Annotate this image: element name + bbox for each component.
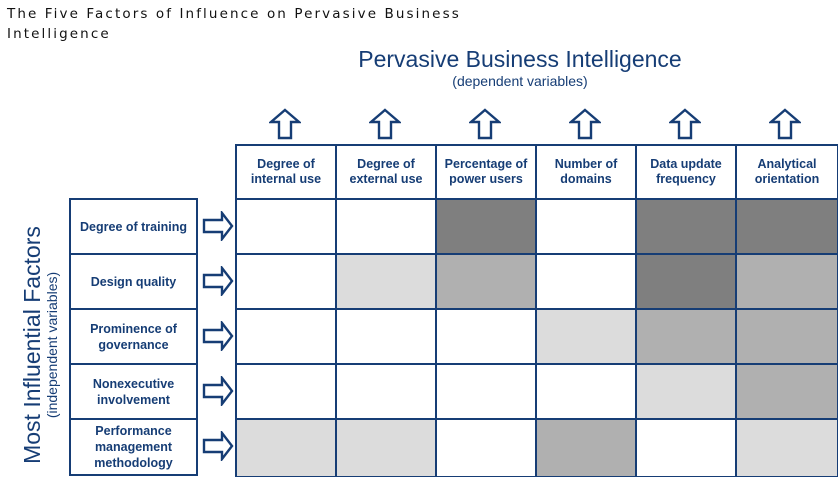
matrix-cell	[337, 255, 437, 310]
right-arrow-icon	[202, 376, 234, 406]
up-arrow-icon	[469, 108, 501, 140]
matrix-cell	[637, 365, 737, 420]
matrix-cell	[737, 200, 837, 255]
matrix-cell	[537, 365, 637, 420]
matrix-cell	[337, 200, 437, 255]
right-arrow-icon	[202, 266, 234, 296]
factor-box: Prominence of governance	[71, 310, 196, 365]
matrix-cell	[437, 310, 537, 365]
factor-box: Design quality	[71, 255, 196, 310]
right-arrow-icon	[202, 211, 234, 241]
up-arrow-icon	[569, 108, 601, 140]
column-header: Degree of internal use	[237, 146, 337, 200]
right-arrow-icon	[202, 431, 234, 461]
dependent-axis-subtitle: (dependent variables)	[452, 73, 588, 89]
dependent-axis-title: Pervasive Business Intelligence	[358, 46, 682, 72]
matrix-cell	[737, 365, 837, 420]
factor-box: Nonexecutive involvement	[71, 365, 196, 420]
matrix-cell	[637, 200, 737, 255]
column-header: Analytical orientation	[737, 146, 837, 200]
matrix-cell	[737, 310, 837, 365]
right-arrow-icon	[202, 321, 234, 351]
matrix-cell	[737, 420, 837, 476]
matrix-cell	[437, 200, 537, 255]
page-title-text: The Five Factors of Influence on Pervasi…	[7, 6, 461, 42]
matrix-cell	[537, 310, 637, 365]
independent-axis-title: Most Influential Factors	[19, 226, 45, 464]
up-arrow-icon	[369, 108, 401, 140]
column-header: Number of domains	[537, 146, 637, 200]
matrix-cell	[237, 365, 337, 420]
column-header: Data update frequency	[637, 146, 737, 200]
matrix-cell	[237, 310, 337, 365]
column-header: Degree of external use	[337, 146, 437, 200]
up-arrow-icon	[769, 108, 801, 140]
matrix-cell	[237, 420, 337, 476]
independent-axis-subtitle: (independent variables)	[44, 271, 60, 419]
up-arrow-icon	[669, 108, 701, 140]
page-title: The Five Factors of Influence on Pervasi…	[7, 4, 547, 44]
matrix-cell	[537, 420, 637, 476]
matrix-cell	[737, 255, 837, 310]
factor-box: Performance management methodology	[94, 424, 173, 470]
matrix-cell	[537, 200, 637, 255]
column-header: Percentage of power users	[437, 146, 537, 200]
matrix-cell	[237, 255, 337, 310]
matrix-cell	[337, 420, 437, 476]
matrix-cell	[437, 255, 537, 310]
independent-axis-label: Most Influential Factors (independent va…	[19, 210, 60, 480]
matrix-cell	[537, 255, 637, 310]
matrix-cell	[337, 365, 437, 420]
matrix-cell	[437, 365, 537, 420]
factor-box: Degree of training	[71, 200, 196, 255]
matrix-cell	[637, 420, 737, 476]
matrix-cell	[637, 255, 737, 310]
matrix-cell	[437, 420, 537, 476]
matrix-cell	[237, 200, 337, 255]
matrix-cell	[337, 310, 437, 365]
matrix-cell	[637, 310, 737, 365]
up-arrow-icon	[269, 108, 301, 140]
